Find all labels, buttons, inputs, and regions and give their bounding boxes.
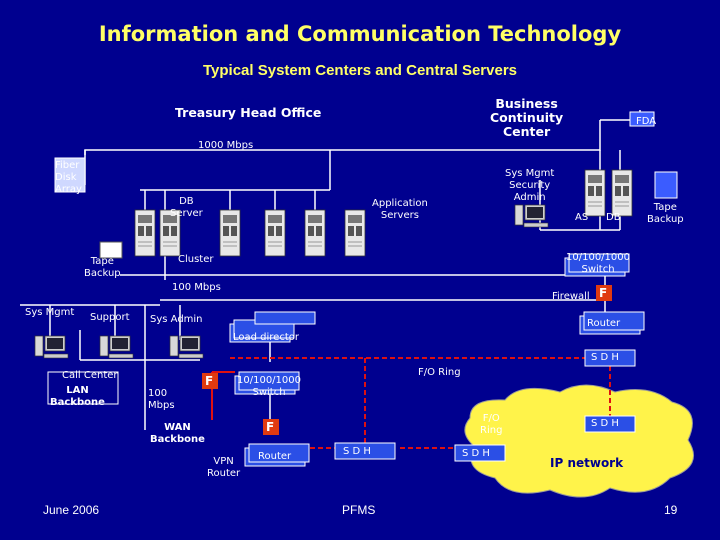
sdh-label-2: S D H xyxy=(591,418,619,429)
page-subtitle: Typical System Centers and Central Serve… xyxy=(202,62,518,79)
sdh-box xyxy=(334,442,396,460)
admin-pc-icon xyxy=(514,204,549,228)
firewall-label: Firewall xyxy=(552,291,590,302)
page-title: Information and Communication Technology xyxy=(98,22,622,46)
bcc-label: Business Continuity Center xyxy=(490,96,564,139)
sdh-label-4: S D H xyxy=(462,448,490,459)
fo-ring-label-1: F/O Ring xyxy=(418,367,461,378)
tape-backup-left-label: Tape Backup xyxy=(84,256,121,279)
white-links xyxy=(20,110,641,430)
lan-backbone-frame xyxy=(47,371,119,405)
footer-date: June 2006 xyxy=(43,503,100,517)
app-server-icon xyxy=(344,209,366,257)
mbps1000-label: 1000 Mbps xyxy=(198,140,254,151)
switch-top-label: 10/100/1000 Switch xyxy=(566,252,630,275)
fo-ring-label-2: F/O Ring xyxy=(480,413,503,436)
sys-mgmt-label: Sys Mgmt xyxy=(25,307,75,318)
treasury-label: Treasury Head Office xyxy=(175,105,322,120)
load-director-label: Load director xyxy=(233,332,299,343)
support-label: Support xyxy=(90,312,130,323)
app-server-icon xyxy=(304,209,326,257)
ip-network-cloud xyxy=(464,384,694,498)
sys-admin-pc-icon xyxy=(169,335,204,359)
switch-mid-label: 10/100/1000 Switch xyxy=(237,375,301,398)
tape-backup-right-icon xyxy=(654,171,678,199)
support-pc-icon xyxy=(99,335,134,359)
app-servers-label: Application Servers xyxy=(372,198,428,221)
sysmgmt-admin-label: Sys Mgmt Security Admin xyxy=(505,168,555,203)
sdh-box xyxy=(584,349,636,367)
footer-center: PFMS xyxy=(342,503,376,517)
as-label: AS xyxy=(575,212,589,223)
sdh-box xyxy=(454,444,506,462)
fda-box xyxy=(629,111,655,127)
fiber-disk-array-box xyxy=(54,157,86,193)
call-center-label: Call Center xyxy=(62,370,118,381)
tape-backup-left-box xyxy=(99,241,123,259)
firewall-f-low: F xyxy=(266,420,275,434)
app-server-icon xyxy=(219,209,241,257)
ip-network-label: IP network xyxy=(550,456,624,470)
db-server-label: DB Server xyxy=(170,196,203,219)
load-director-stack xyxy=(254,311,316,325)
mbps100-label: 100 Mbps xyxy=(172,282,221,293)
firewall-f-mid: F xyxy=(205,374,214,388)
vpn-router-label: VPN Router xyxy=(207,456,241,479)
app-server-icon xyxy=(264,209,286,257)
sdh-box xyxy=(584,415,636,433)
as-server-icon xyxy=(584,169,606,217)
router-right-label: Router xyxy=(587,318,621,329)
lan-backbone-label: LAN Backbone xyxy=(50,385,105,408)
wan-backbone-label: WAN Backbone xyxy=(150,422,205,445)
db-server-icon xyxy=(611,169,633,217)
firewall-f-top: F xyxy=(599,286,608,300)
footer-page-number: 19 xyxy=(664,503,678,517)
tape-backup-right-label: Tape Backup xyxy=(647,202,684,225)
firewall-icon xyxy=(202,373,218,389)
mbps100-b-label: 100 Mbps xyxy=(148,388,175,411)
fiber-label: Fiber Disk Array xyxy=(55,160,82,195)
cluster-label: Cluster xyxy=(178,254,214,265)
sys-admin-label: Sys Admin xyxy=(150,314,203,325)
sdh-label-1: S D H xyxy=(591,352,619,363)
sdh-label-3: S D H xyxy=(343,446,371,457)
sys-mgmt-pc-icon xyxy=(34,335,69,359)
firewall-icon xyxy=(596,285,612,301)
router-mid-label: Router xyxy=(258,451,292,462)
db-server-icon xyxy=(134,209,156,257)
firewall-icon xyxy=(263,419,279,435)
db-label: DB xyxy=(606,212,621,223)
fda-label: FDA xyxy=(636,116,657,127)
